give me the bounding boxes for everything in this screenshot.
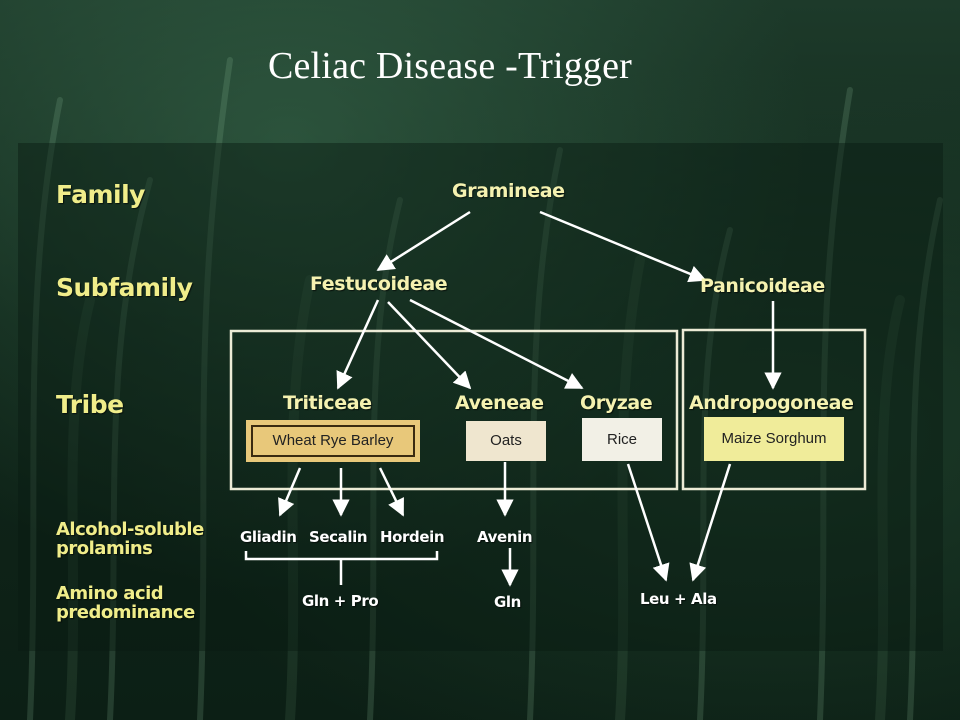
row-label-tribe: Tribe	[56, 390, 124, 419]
crop-box-triticeae: Wheat Rye Barley	[246, 420, 420, 462]
prolamin-bracket	[244, 551, 439, 561]
prolamin-avenin: Avenin	[477, 528, 533, 546]
arrow-triticeae-hordein	[378, 467, 405, 517]
amino-leu-ala: Leu + Ala	[640, 590, 717, 608]
node-festucoideae: Festucoideae	[310, 273, 448, 295]
crop-box-aveneae: Oats	[466, 421, 546, 461]
crop-box-oryzae: Rice	[582, 418, 662, 461]
prolamin-hordein: Hordein	[380, 528, 445, 546]
amino-gln-pro: Gln + Pro	[302, 592, 379, 610]
amino-gln: Gln	[494, 593, 521, 611]
arrow-festucoideae-aveneae	[387, 301, 472, 390]
row-label-subfamily: Subfamily	[56, 273, 193, 302]
crop-label-triticeae: Wheat Rye Barley	[251, 425, 415, 457]
arrow-rice-leu-ala	[626, 463, 670, 582]
row-label-family: Family	[56, 180, 145, 209]
row-label-prolamins-line2: prolamins	[56, 538, 153, 559]
diagram-panel	[18, 143, 943, 651]
arrow-festucoideae-oryzae	[409, 298, 584, 390]
arrow-gramineae-festucoideae	[376, 210, 471, 272]
prolamin-gliadin: Gliadin	[240, 528, 297, 546]
slide-title: Celiac Disease -Trigger	[267, 45, 633, 87]
row-label-amino-line2: predominance	[56, 602, 195, 623]
festucoideae-group-box	[229, 329, 679, 491]
node-oryzae: Oryzae	[580, 392, 653, 414]
node-triticeae: Triticeae	[283, 392, 372, 414]
prolamin-secalin: Secalin	[309, 528, 368, 546]
arrow-festucoideae-triticeae	[336, 299, 380, 390]
node-andropogoneae: Andropogoneae	[689, 392, 854, 414]
arrow-triticeae-gliadin	[278, 467, 302, 517]
arrow-maize-leu-ala	[689, 463, 732, 582]
node-panicoideae: Panicoideae	[700, 275, 825, 297]
row-label-amino-line1: Amino acid	[56, 583, 164, 604]
crop-box-andropogoneae: Maize Sorghum	[704, 417, 844, 461]
node-gramineae: Gramineae	[452, 180, 565, 202]
node-aveneae: Aveneae	[455, 392, 544, 414]
row-label-prolamins-line1: Alcohol-soluble	[56, 519, 204, 540]
arrow-gramineae-panicoideae	[539, 210, 707, 283]
